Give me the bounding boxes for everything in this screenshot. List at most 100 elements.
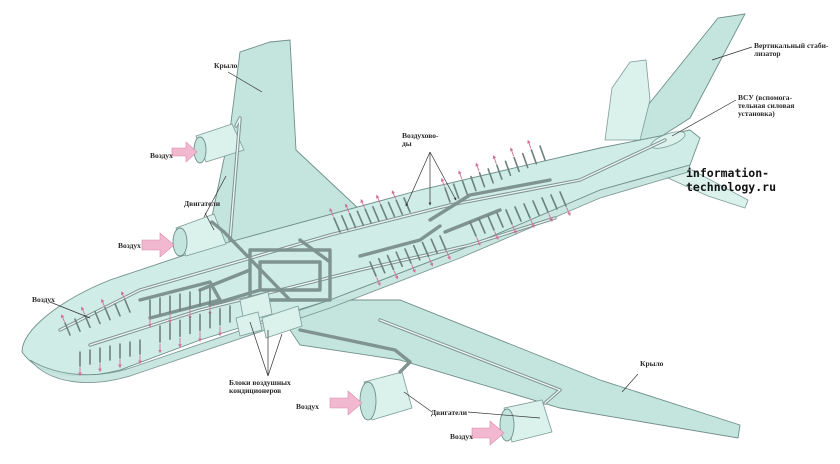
duct-outlet-rib bbox=[369, 261, 377, 277]
duct-outlet-rib bbox=[513, 156, 520, 173]
label-air-2: Воздух bbox=[118, 241, 141, 250]
duct-outlet-rib bbox=[94, 310, 101, 325]
airflow-arrow bbox=[428, 257, 434, 267]
airflow-arrow bbox=[101, 298, 105, 307]
air-inlet-arrow-1 bbox=[171, 141, 198, 163]
duct-outlet-rib bbox=[452, 183, 460, 199]
duct-outlet-rib bbox=[487, 168, 494, 184]
duct-outlet-rib bbox=[104, 306, 111, 321]
horizontal-stabilizer-left bbox=[604, 59, 651, 141]
label-air-1: Воздух bbox=[150, 151, 173, 160]
duct-outlet-rib bbox=[356, 210, 365, 227]
duct-outlet-rib bbox=[364, 208, 372, 224]
duct-outlet-rib bbox=[84, 314, 91, 329]
duct-outlet-rib bbox=[478, 218, 486, 234]
duct-outlet-rib bbox=[469, 221, 477, 237]
airflow-arrow bbox=[530, 219, 535, 229]
duct-network bbox=[58, 138, 667, 347]
airflow-arrow bbox=[376, 194, 381, 204]
airflow-arrow bbox=[393, 270, 399, 280]
duct-outlet-rib bbox=[487, 215, 495, 231]
duct-outlet-rib bbox=[521, 152, 529, 169]
engine-upper-outer bbox=[193, 123, 245, 164]
duct-outlet-rib bbox=[541, 197, 549, 213]
label-engines-top: Двигатели bbox=[184, 199, 221, 208]
duct-outlet-rib bbox=[372, 206, 380, 222]
label-wing-bottom: Крыло bbox=[640, 359, 664, 368]
label-wing-top: Крыло bbox=[214, 61, 238, 70]
duct-outlet-rib bbox=[124, 299, 131, 313]
airflow-arrow bbox=[81, 306, 85, 315]
duct-outlet-rib bbox=[478, 171, 486, 188]
duct-outlet-rib bbox=[505, 209, 513, 225]
air-inlet-arrow-3 bbox=[329, 390, 363, 416]
duct-outlet-rib bbox=[532, 200, 540, 216]
duct-outlet-rib bbox=[421, 241, 430, 258]
ac-units bbox=[235, 291, 303, 339]
duct-outlet-rib bbox=[340, 214, 349, 231]
duct-outlet-rib bbox=[74, 318, 81, 332]
airflow-arrow bbox=[376, 277, 381, 287]
airflow-arrow bbox=[476, 237, 481, 247]
airflow-arrow bbox=[391, 190, 397, 199]
duct-outlet-rib bbox=[504, 160, 512, 177]
duct-outlet-rib bbox=[550, 194, 558, 210]
duct-outlet-rib bbox=[395, 199, 404, 216]
duct-outlet-rib bbox=[348, 212, 357, 229]
label-engines-bottom: Двигатели bbox=[431, 408, 468, 417]
airflow-arrow bbox=[494, 231, 499, 241]
duct-outlet-rib bbox=[439, 235, 447, 251]
duct-outlet-rib bbox=[114, 303, 121, 317]
duct-outlet-rib bbox=[514, 206, 522, 222]
label-air-5: Воздух bbox=[450, 432, 473, 441]
duct-outlet-rib bbox=[496, 212, 504, 228]
airflow-arrow bbox=[411, 264, 416, 274]
label-apu: ВСУ (вспомога- тельная силовая установка… bbox=[738, 93, 795, 118]
label-air-4: Воздух bbox=[296, 402, 319, 411]
engine-lower-outer bbox=[499, 399, 553, 443]
airflow-arrow bbox=[360, 199, 365, 208]
label-vertical-stabilizer: Вертикальный стаби- лизатор bbox=[754, 41, 829, 58]
duct-outlet-rib bbox=[404, 248, 412, 264]
duct-outlets bbox=[61, 139, 571, 377]
duct-outlet-rib bbox=[559, 191, 567, 207]
airflow-arrow bbox=[492, 154, 497, 164]
duct-outlet-rib bbox=[470, 175, 477, 192]
duct-outlet-rib bbox=[461, 179, 469, 196]
airflow-arrow bbox=[475, 162, 480, 172]
air-inlet-arrow-2 bbox=[141, 232, 175, 258]
engine-lower-inner bbox=[359, 371, 413, 421]
label-ac-units: Блоки воздушных кондиционеров bbox=[229, 378, 291, 395]
duct-outlet-rib bbox=[377, 257, 386, 274]
air-inlet-arrow-4 bbox=[471, 420, 505, 446]
leader-lines bbox=[49, 46, 753, 419]
duct-outlet-rib bbox=[444, 187, 451, 203]
airflow-arrow bbox=[440, 177, 445, 187]
duct-outlet-rib bbox=[395, 251, 404, 268]
airflow-arrow bbox=[345, 203, 350, 213]
airflow-arrow bbox=[527, 139, 532, 149]
duct-outlet-rib bbox=[523, 203, 531, 219]
duct-outlet-rib bbox=[530, 149, 538, 165]
airflow-arrow bbox=[446, 251, 451, 261]
duct-outlet-rib bbox=[386, 254, 395, 271]
label-air-3: Воздух bbox=[32, 295, 55, 304]
duct-outlet-rib bbox=[64, 322, 71, 336]
airflow-arrow bbox=[566, 207, 571, 217]
airflow-arrow bbox=[458, 170, 463, 180]
duct-outlet-rib bbox=[379, 203, 388, 220]
duct-outlet-rib bbox=[539, 145, 546, 161]
airflow-arrow bbox=[548, 213, 553, 223]
airflow-arrow bbox=[510, 147, 515, 157]
duct-outlet-rib bbox=[430, 238, 439, 255]
airflow-arrow bbox=[121, 291, 125, 299]
airflow-arrow bbox=[512, 225, 517, 235]
duct-outlet-rib bbox=[387, 201, 396, 218]
label-ducts: Воздухово- ды bbox=[402, 131, 439, 148]
duct-outlet-rib bbox=[496, 164, 503, 180]
duct-outlet-rib bbox=[333, 217, 341, 233]
watermark-text: information-technology.ru bbox=[686, 166, 777, 194]
airflow-arrow bbox=[329, 207, 334, 217]
duct-outlet-rib bbox=[412, 244, 421, 261]
